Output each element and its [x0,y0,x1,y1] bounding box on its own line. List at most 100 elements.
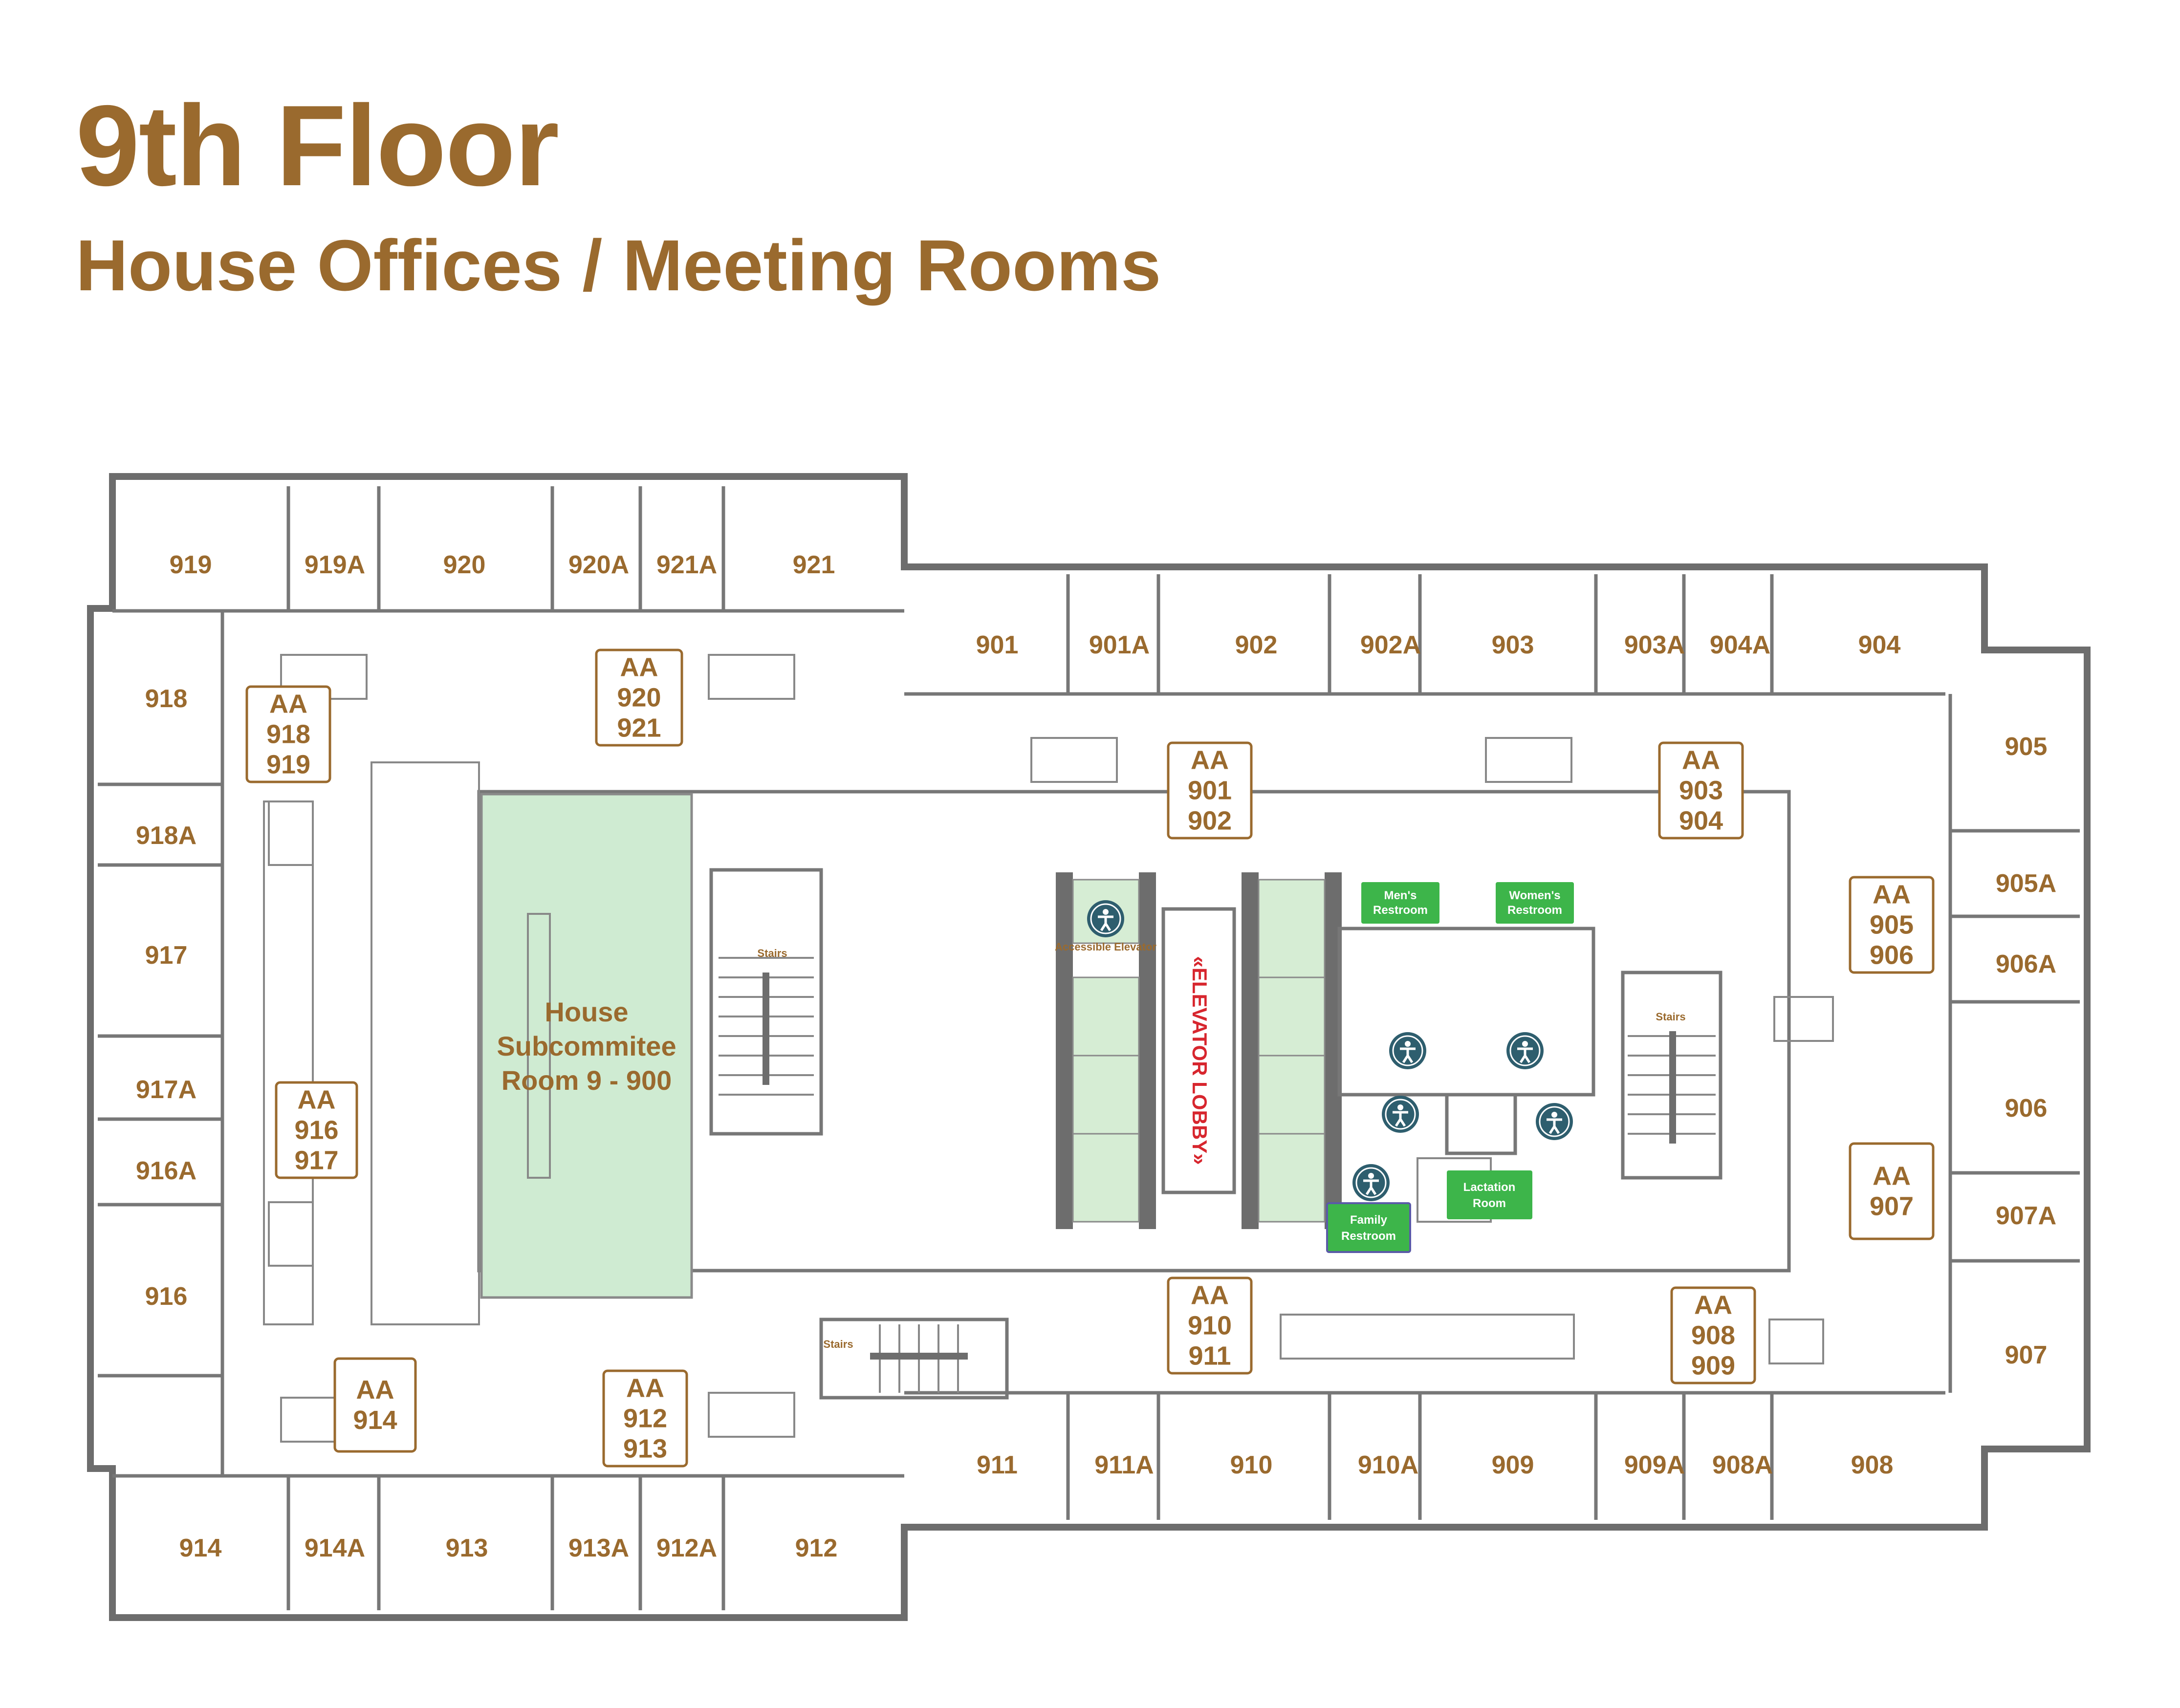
aa-box-label: AA [356,1375,394,1405]
svg-text:Men's: Men's [1384,889,1417,902]
svg-text:Women's: Women's [1509,889,1560,902]
room-number: 917A [136,1076,196,1104]
aa-box-label: 920 [617,683,661,713]
room-number: 907A [1996,1202,2056,1230]
subcommittee-label-1: House [545,996,628,1027]
room-number: 913A [568,1534,629,1562]
aa-box-label: 908 [1691,1321,1735,1350]
accessibility-icon [1382,1096,1419,1133]
aa-box-label: 909 [1691,1351,1735,1381]
room-number: 901A [1089,631,1150,659]
subcommittee-room[interactable] [480,793,693,1299]
page-title: 9th Floor [76,81,559,210]
page-subtitle: House Offices / Meeting Rooms [76,225,1161,306]
aa-box [275,1081,358,1179]
aa-box-label: 913 [623,1434,667,1464]
aa-box-label: 919 [266,750,310,779]
room-number: 905A [1996,869,2056,898]
room-number: 909A [1624,1451,1685,1479]
aa-box-label: AA [620,653,658,682]
subcommittee-label-2: Subcommitee [497,1031,676,1061]
aa-box [1167,741,1253,840]
subcommittee-label-3: Room 9 - 900 [501,1065,672,1096]
aa-box-label: 905 [1870,910,1914,940]
aa-box-label: 901 [1188,776,1232,805]
aa-box-label: AA [1873,1162,1911,1191]
aa-box-label: AA [1873,880,1911,909]
room-number: 909 [1492,1451,1534,1479]
accessible-elevator-label: Accessible Elevator [1055,941,1156,953]
aa-box-label: 918 [266,720,310,749]
room-number: 919A [305,551,365,579]
aa-box [245,685,331,783]
aa-box-label: 904 [1679,806,1723,836]
room-number: 921A [656,551,717,579]
room-number: 917 [145,941,188,970]
aa-box-label: AA [1682,746,1720,775]
room-number: 916A [136,1157,196,1185]
room-number: 914 [179,1534,222,1562]
room-number: 919 [170,551,212,579]
room-number: 906 [2005,1094,2048,1123]
room-number: 908 [1851,1451,1894,1479]
lactation-room-badge[interactable]: Lactation Room [1447,1170,1532,1219]
stairs-block [709,868,823,1136]
svg-text:Family: Family [1350,1213,1388,1227]
room-number: 910 [1230,1451,1273,1479]
aa-box-label: AA [1191,1281,1229,1310]
room-number: 902 [1235,631,1278,659]
elevator-lobby-label: «ELEVATOR LOBBY» [1188,956,1211,1165]
room-number: 911A [1094,1451,1154,1479]
aa-box-label: 903 [1679,776,1723,805]
room-number: 921 [793,551,835,579]
mens-restroom-badge[interactable]: Men's Restroom [1361,882,1439,924]
room-number: 910A [1358,1451,1418,1479]
aa-box-label: 912 [623,1404,667,1433]
aa-box [1849,1142,1935,1240]
accessibility-icon [1536,1103,1573,1140]
room-number: 916 [145,1282,188,1311]
room-number: 912 [795,1534,838,1562]
aa-box-label: 907 [1870,1192,1914,1221]
aa-box [595,649,683,747]
stairs-label: Stairs [1656,1011,1685,1023]
svg-text:Restroom: Restroom [1373,904,1428,917]
room-number: 918 [145,685,188,713]
room-number: 911 [977,1451,1018,1479]
aa-box [1670,1286,1756,1384]
aa-box [333,1357,417,1453]
room-number: 901 [976,631,1019,659]
room-number: 920 [443,551,486,579]
aa-box-label: 914 [353,1405,397,1435]
room-number: 912A [656,1534,717,1562]
aa-box [1658,741,1744,840]
womens-restroom-badge[interactable]: Women's Restroom [1496,882,1574,924]
room-number: 904A [1710,631,1770,659]
svg-text:Restroom: Restroom [1507,904,1562,917]
aa-box-label: 902 [1188,806,1232,836]
stairs-label: Stairs [823,1338,853,1350]
aa-box-label: AA [1191,746,1229,775]
aa-box-label: 906 [1870,941,1914,970]
aa-box-label: 921 [617,713,661,743]
room-number: 908A [1712,1451,1773,1479]
aa-box [1167,1276,1253,1375]
stairs-label: Stairs [757,947,787,959]
room-number: 918A [136,822,196,850]
aa-box-label: AA [298,1085,336,1115]
room-number: 914A [305,1534,365,1562]
room-number: 907 [2005,1341,2048,1369]
family-restroom-badge[interactable]: Family Restroom [1326,1202,1411,1253]
aa-box-label: 917 [294,1146,338,1175]
stairs-block [1621,971,1722,1180]
accessibility-icon [1389,1032,1426,1069]
room-number: 906A [1996,950,2056,978]
stairs-block [819,1318,1009,1400]
aa-box-label: 910 [1188,1311,1232,1340]
room-number: 902A [1360,631,1421,659]
aa-box-label: 911 [1188,1341,1231,1371]
room-number: 904 [1858,631,1901,659]
aa-box [602,1369,688,1468]
svg-text:Lactation: Lactation [1463,1181,1516,1194]
aa-box-label: 916 [294,1116,338,1145]
